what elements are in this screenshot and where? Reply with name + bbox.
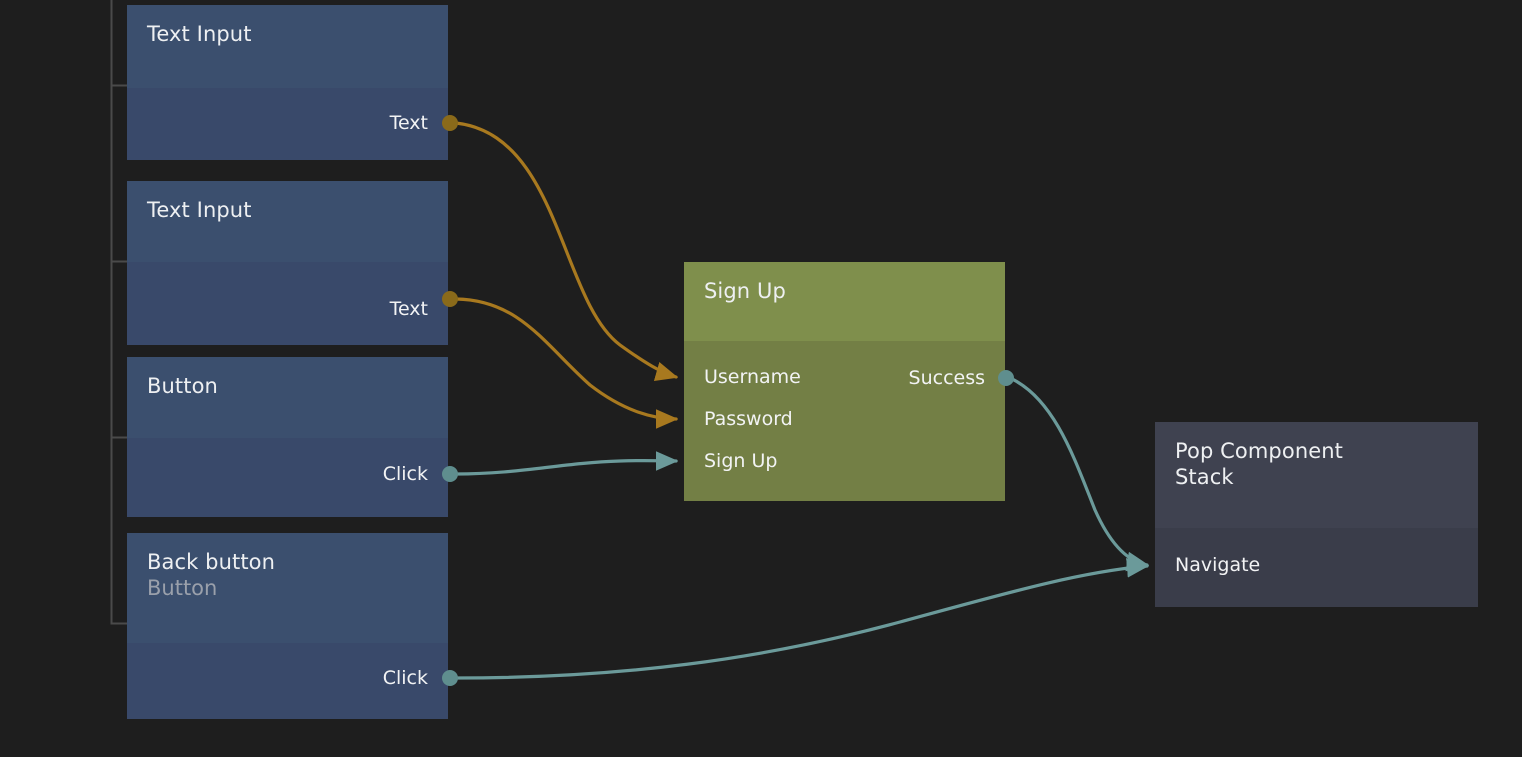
node-title: Pop Component Stack [1175,439,1343,489]
output-port-label: Success [908,367,985,389]
node-text-input-1[interactable]: Text Input Text [127,5,448,160]
output-port-label: Click [382,667,428,689]
input-port-label: Navigate [1175,554,1261,576]
output-port-label: Click [382,463,428,485]
input-port-row-password[interactable]: Password [704,409,793,429]
output-port-dot-text-1[interactable] [442,115,458,131]
node-text-input-2[interactable]: Text Input Text [127,181,448,345]
node-title: Button [147,374,218,398]
node-body: Text [127,88,448,160]
output-port-row[interactable]: Click [383,464,428,484]
edge-success-to-navigate[interactable] [1010,377,1150,572]
tree-trunk-line [110,0,127,625]
output-port-row[interactable]: Click [383,668,428,688]
node-pop-component-stack[interactable]: Pop Component Stack Navigate [1155,422,1478,607]
node-title: Text Input [147,198,252,222]
output-port-dot-button-click[interactable] [442,466,458,482]
output-port-row-success[interactable]: Success [909,368,985,388]
node-button[interactable]: Button Click [127,357,448,517]
node-back-button[interactable]: Back button Button Click [127,533,448,719]
output-port-dot-text-2[interactable] [442,291,458,307]
node-header: Text Input [127,5,448,88]
output-port-dot-back-button-click[interactable] [442,670,458,686]
output-port-label: Text [389,298,428,320]
node-header: Back button Button [127,533,448,643]
node-body: Text [127,262,448,345]
node-header: Text Input [127,181,448,262]
tree-gutter [110,0,127,625]
node-header: Pop Component Stack [1155,422,1478,528]
input-port-label: Username [704,366,801,388]
output-port-row[interactable]: Text [390,113,428,133]
node-header: Sign Up [684,262,1005,341]
output-port-row[interactable]: Text [390,299,428,319]
node-body: Username Success Password Sign Up [684,341,1005,501]
node-header: Button [127,357,448,438]
input-port-row-sign-up[interactable]: Sign Up [704,451,777,471]
node-body: Click [127,438,448,517]
output-port-dot-success[interactable] [998,370,1014,386]
edge-text2-to-password[interactable] [454,297,679,429]
input-port-label: Sign Up [704,450,778,472]
edge-button-to-signup[interactable] [454,451,679,476]
input-port-label: Password [704,408,793,430]
output-port-label: Text [389,112,428,134]
node-title: Back button [147,550,276,574]
input-port-row-navigate[interactable]: Navigate [1175,555,1260,575]
node-subtitle: Button [147,576,218,600]
edge-backbutton-to-navigate[interactable] [454,557,1150,680]
node-body: Navigate [1155,528,1478,607]
input-port-row-username[interactable]: Username [704,367,801,387]
node-title: Sign Up [704,279,786,303]
edge-text1-to-username[interactable] [454,121,679,381]
node-body: Click [127,643,448,719]
node-title: Text Input [147,22,252,46]
node-sign-up[interactable]: Sign Up Username Success Password Sign U… [684,262,1005,501]
